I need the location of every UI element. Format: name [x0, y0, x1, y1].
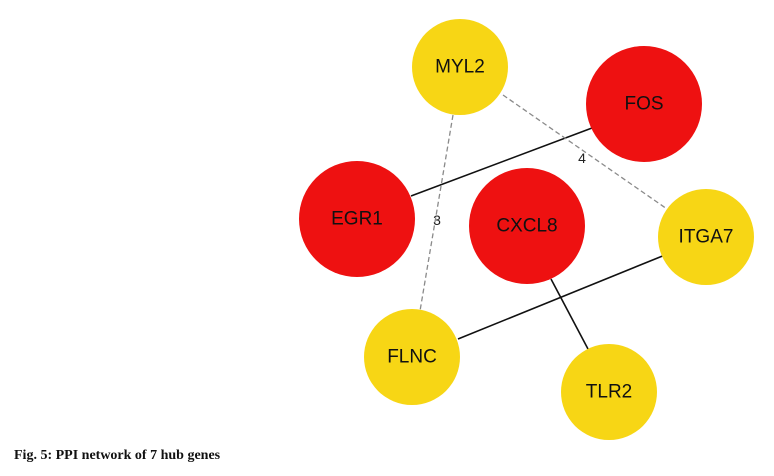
node-label-fos: FOS [624, 94, 663, 115]
node-tlr2: TLR2 [561, 344, 657, 440]
node-egr1: EGR1 [299, 161, 415, 277]
node-circle-itga7 [658, 189, 754, 285]
edge-itga7-flnc [457, 254, 666, 340]
node-circle-tlr2 [561, 344, 657, 440]
node-circle-fos [586, 46, 702, 162]
node-fos: FOS [586, 46, 702, 162]
node-label-egr1: EGR1 [331, 209, 383, 230]
node-label-cxcl8: CXCL8 [496, 216, 557, 237]
node-cxcl8: CXCL8 [469, 168, 585, 284]
node-label-flnc: FLNC [387, 347, 437, 368]
edge-label-myl2-flnc: 3 [433, 212, 441, 228]
edge-cxcl8-tlr2 [550, 278, 589, 350]
edge-label-myl2-itga7: 4 [578, 150, 586, 166]
node-circle-cxcl8 [469, 168, 585, 284]
node-label-itga7: ITGA7 [679, 227, 734, 248]
edge-fos-egr1 [410, 127, 593, 197]
node-label-tlr2: TLR2 [586, 382, 632, 403]
node-flnc: FLNC [364, 309, 460, 405]
node-myl2: MYL2 [412, 19, 508, 115]
node-label-myl2: MYL2 [435, 57, 485, 78]
node-itga7: ITGA7 [658, 189, 754, 285]
node-circle-egr1 [299, 161, 415, 277]
node-circle-flnc [364, 309, 460, 405]
edges-layer: 34 [410, 94, 668, 350]
edge-myl2-itga7 [502, 94, 668, 210]
figure-caption: Fig. 5: PPI network of 7 hub genes [14, 448, 221, 463]
edge-myl2-flnc [419, 114, 454, 312]
node-circle-myl2 [412, 19, 508, 115]
